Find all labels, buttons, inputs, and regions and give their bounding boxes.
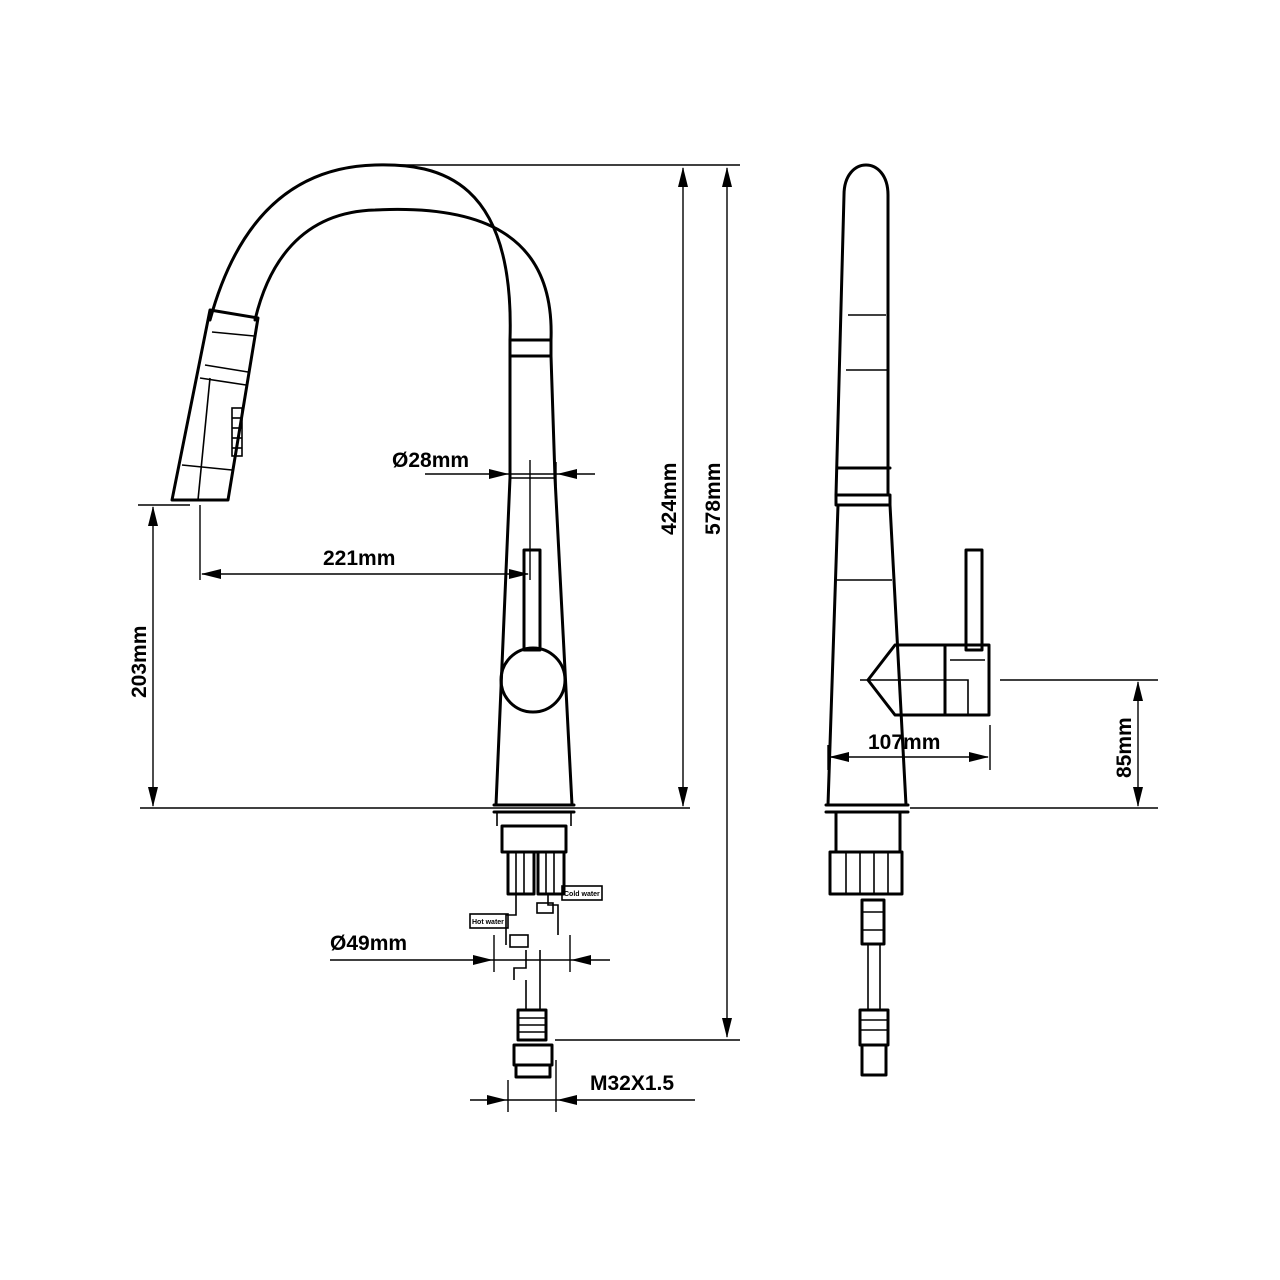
handle-lever: [522, 548, 542, 652]
height-424-label: 424mm: [658, 463, 681, 535]
faucet-body: [494, 354, 574, 807]
spray-head: [170, 308, 260, 502]
dimension-labels: Ø28mm 221mm 203mm 424mm 578mm Ø49mm M32X…: [128, 449, 1136, 1095]
dimension-lines: [138, 164, 1158, 1112]
front-view: Hot water Cold water: [170, 163, 603, 1079]
side-body: [826, 503, 908, 807]
spout-arc-inner: [253, 207, 553, 342]
cold-water-label: Cold water: [564, 891, 600, 898]
spout-arc-outer: [208, 163, 512, 342]
handle-knob: [499, 646, 567, 714]
base-diameter-label: Ø49mm: [330, 932, 407, 955]
side-spout: [834, 163, 890, 497]
side-view: [824, 163, 991, 1077]
side-handle-lever: [964, 548, 984, 652]
spout-height-label: 203mm: [128, 626, 151, 698]
reach-label: 221mm: [323, 547, 395, 570]
spout-collar: [508, 338, 553, 358]
mounting-shank: [500, 824, 568, 1079]
spray-button: [231, 407, 243, 457]
side-nut: [828, 850, 904, 896]
thread-label: M32X1.5: [590, 1072, 674, 1095]
height-578-label: 578mm: [702, 463, 725, 535]
spout-diameter-label: Ø28mm: [392, 449, 469, 472]
hot-water-label: Hot water: [472, 919, 504, 926]
handle-reach-label: 107mm: [868, 731, 940, 754]
handle-height-label: 85mm: [1113, 717, 1136, 778]
